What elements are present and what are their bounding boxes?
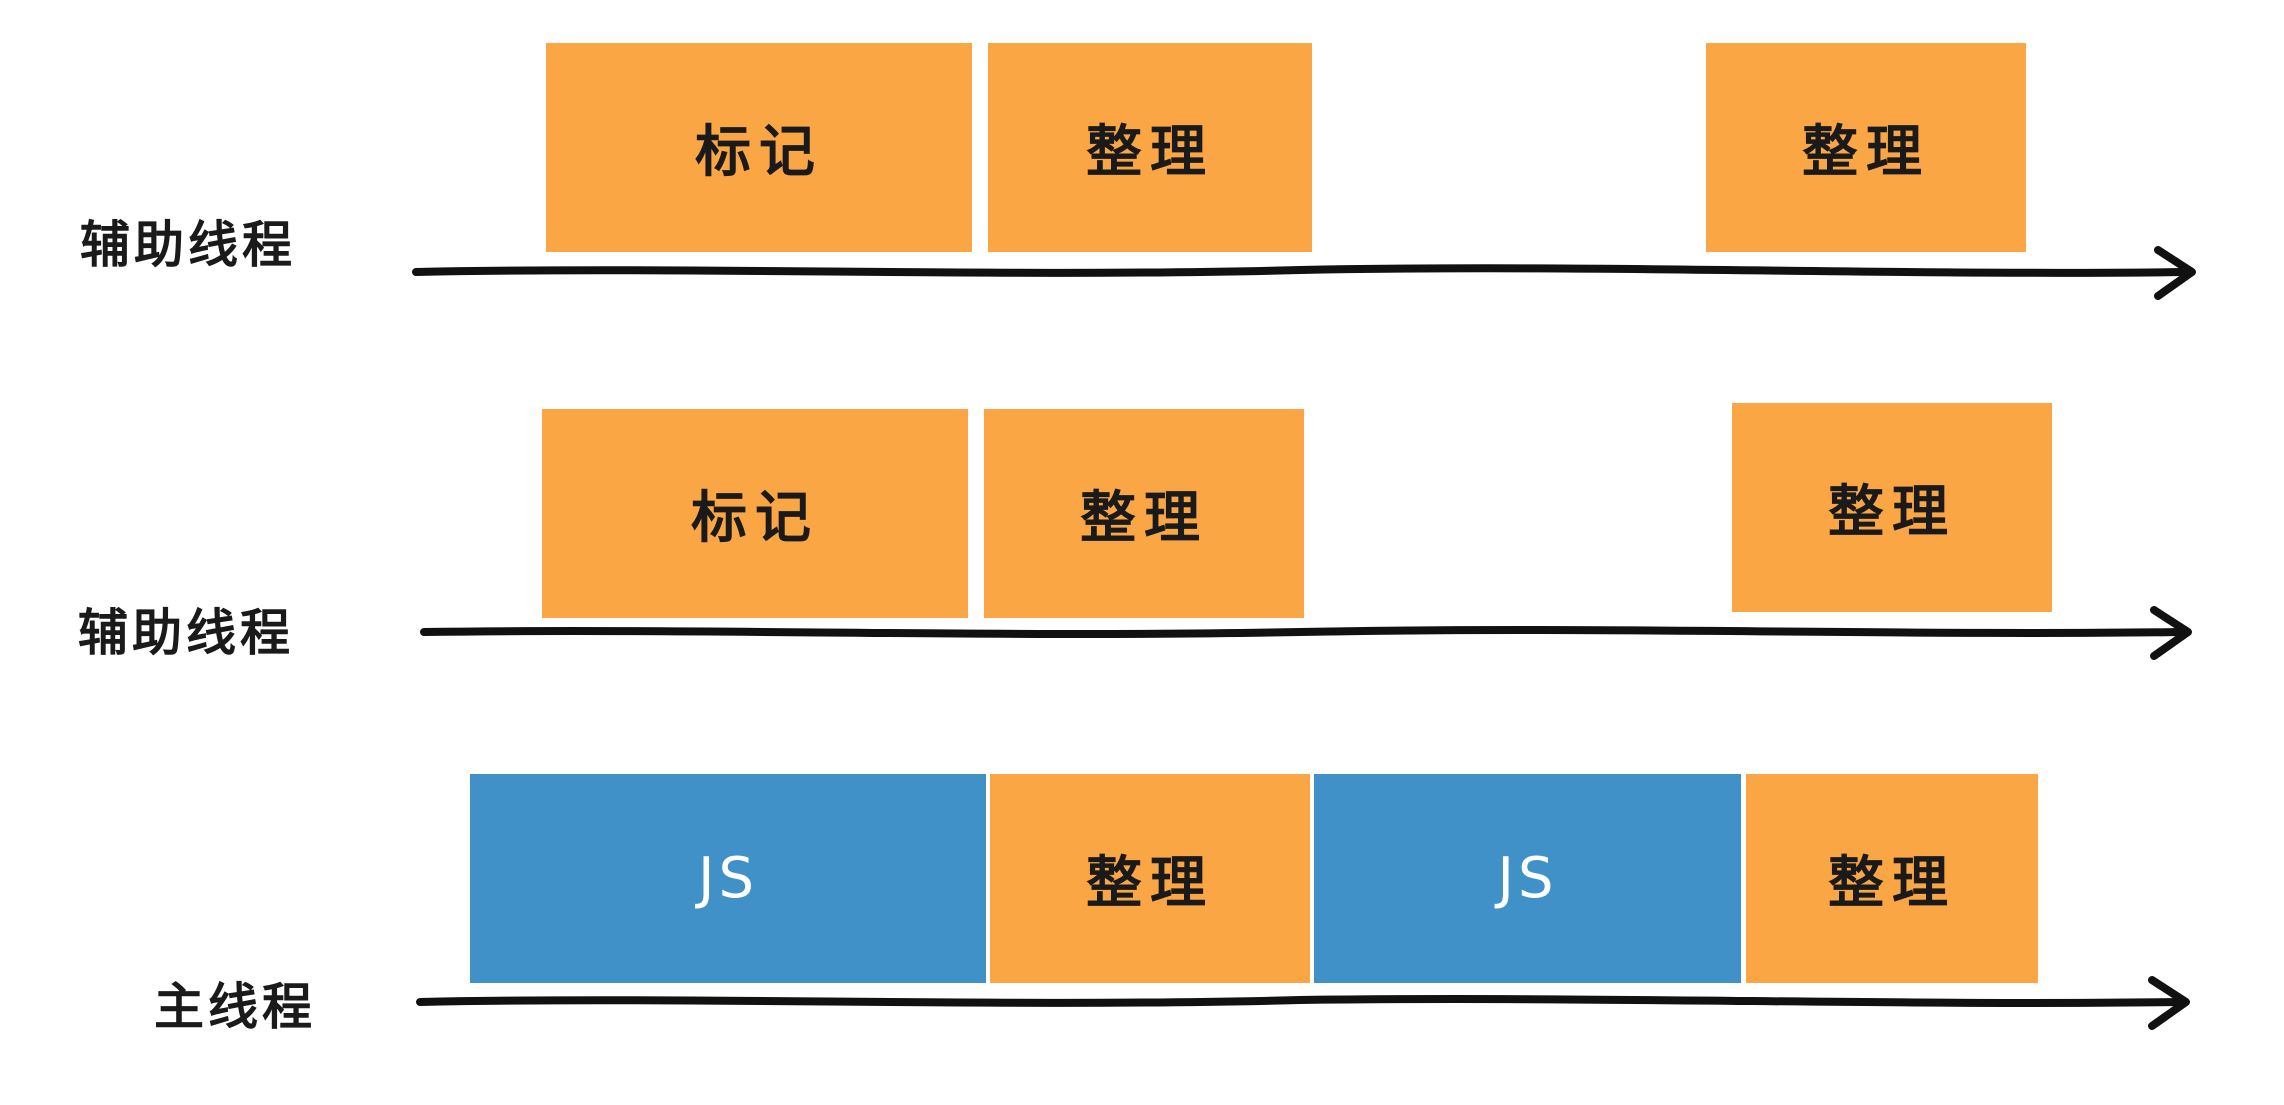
- lane-1-label: 辅助线程: [80, 216, 296, 274]
- lane-1-block-2: 整理: [988, 43, 1312, 252]
- lane-3-block-3: JS: [1314, 774, 1741, 983]
- lane-1-timeline-arrow: [412, 246, 2196, 300]
- lane-1-block-1: 标记: [546, 43, 972, 252]
- lane-1-block-3: 整理: [1706, 43, 2026, 252]
- lane-3-block-1: JS: [470, 774, 986, 983]
- lane-3-block-2: 整理: [990, 774, 1310, 983]
- lane-2-block-1: 标记: [542, 409, 968, 618]
- lane-2-block-3: 整理: [1732, 403, 2052, 612]
- lane-2-timeline-arrow: [420, 606, 2192, 660]
- lane-3-timeline-arrow: [416, 976, 2190, 1030]
- lane-2-label: 辅助线程: [78, 604, 294, 662]
- lane-3-label: 主线程: [154, 978, 316, 1036]
- lane-2-block-2: 整理: [984, 409, 1304, 618]
- lane-3-block-4: 整理: [1746, 774, 2038, 983]
